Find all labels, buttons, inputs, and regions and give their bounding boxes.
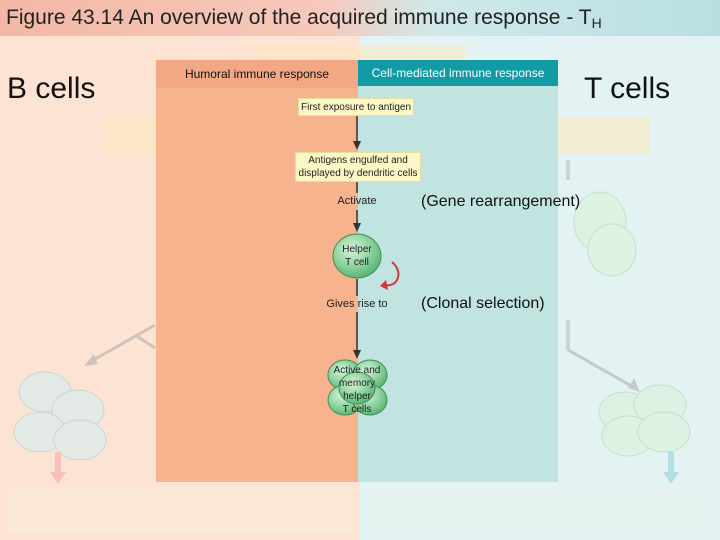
bg-band-top: [253, 46, 465, 60]
bg-arrow-left-down-head: [50, 472, 66, 484]
bg-arrow-left-down: [55, 452, 61, 474]
helper-t-cell-label: Helper T cell: [327, 243, 387, 269]
bg-arrow-left-head: [84, 354, 98, 366]
gene-rearrangement-note: (Gene rearrangement): [421, 193, 581, 210]
bg-arrow-right-branch: [567, 348, 636, 390]
activate-label: Activate: [337, 195, 377, 207]
bg-arrow-left-stub: [134, 333, 156, 350]
title-band: [0, 0, 720, 36]
arrow-head-2: [353, 223, 361, 232]
cell-mediated-panel: [358, 60, 558, 482]
memory-line2: memory: [338, 378, 376, 389]
title-subscript: H: [591, 15, 602, 31]
helper-line1: Helper: [342, 244, 372, 255]
bg-arrow-right-head: [628, 378, 640, 392]
antigens-box: Antigens engulfed and displayed by dendr…: [295, 152, 421, 182]
page-title: Figure 43.14 An overview of the acquired…: [6, 6, 602, 31]
antigens-line2: displayed by dendritic cells: [298, 168, 418, 179]
bg-line-right-1: [566, 160, 570, 180]
cell-mediated-header: Cell-mediated immune response: [358, 60, 558, 86]
helper-t-cell-shape: [332, 233, 382, 279]
humoral-panel: [156, 60, 358, 482]
bg-arrow-right-down-head: [663, 472, 679, 484]
antigens-line1: Antigens engulfed and: [308, 155, 408, 166]
gives-rise-label: Gives rise to: [326, 298, 388, 310]
clonal-curved-arrow: [383, 261, 400, 287]
arrow-head-1: [353, 141, 361, 150]
bg-cell-right-top-2: [587, 223, 637, 277]
b-cells-label: B cells: [7, 72, 96, 105]
bottom-box-right: [368, 487, 712, 533]
bg-cell-right-4: [637, 411, 691, 453]
memory-line1: Active and: [333, 365, 381, 376]
clonal-selection-note: (Clonal selection): [421, 295, 545, 312]
t-cells-label: T cells: [584, 72, 671, 105]
bottom-box-left: [8, 487, 352, 533]
memory-line4: T cells: [342, 404, 372, 415]
memory-t-cells-label: Active and memory helper T cells: [322, 364, 392, 416]
helper-line2: T cell: [345, 257, 369, 268]
memory-cell-5: [338, 371, 376, 405]
memory-line3: helper: [343, 391, 371, 402]
arrow-head-3: [353, 350, 361, 359]
bg-arrow-left-branch: [89, 323, 156, 364]
bg-arrow-right-down: [668, 452, 674, 474]
first-exposure-box: First exposure to antigen: [298, 98, 414, 116]
bg-line-right-2: [566, 320, 570, 350]
humoral-header: Humoral immune response: [156, 60, 358, 88]
clonal-curved-arrow-head: [380, 280, 388, 290]
bg-cell-left-4: [53, 419, 107, 461]
